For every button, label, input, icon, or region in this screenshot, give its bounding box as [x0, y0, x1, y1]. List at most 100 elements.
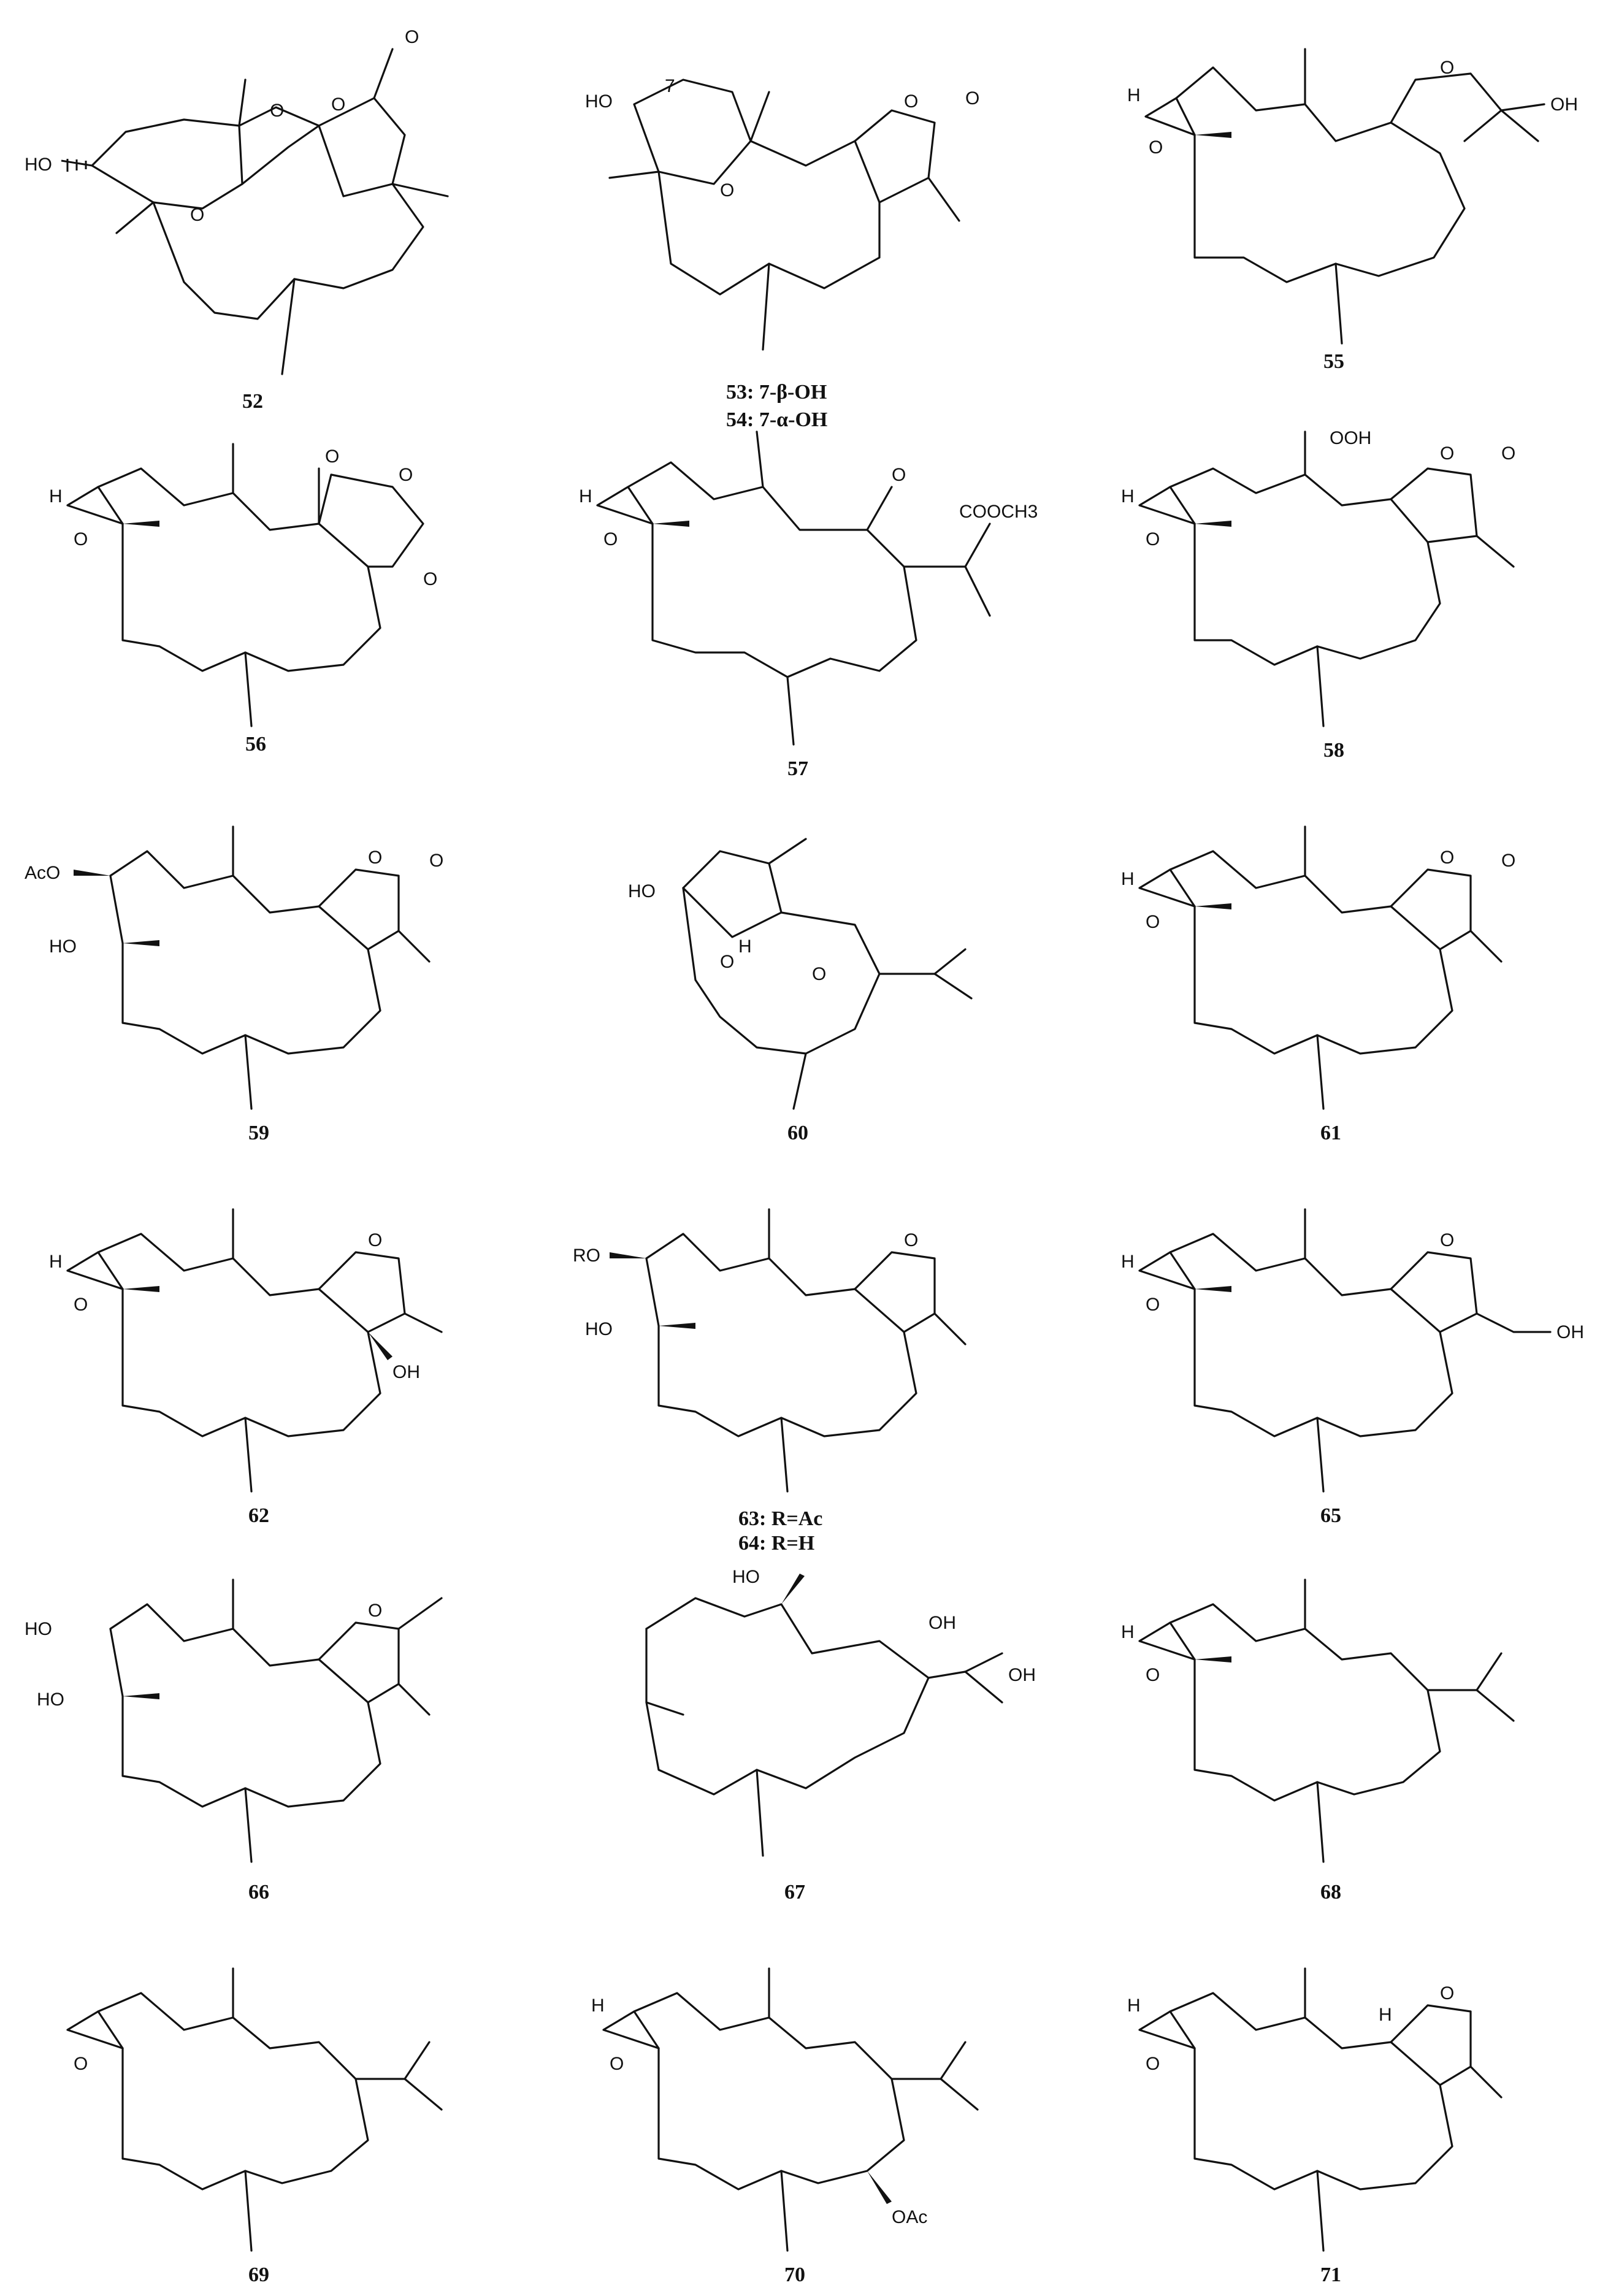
- atom-label: HO: [49, 936, 77, 957]
- atom-label: H: [49, 486, 63, 507]
- compound-number: 67: [784, 1881, 805, 1904]
- compound-caption: 53: 7-β-OH: [726, 381, 827, 404]
- compound-66: HO HO O 66: [0, 1531, 536, 1913]
- atom-label: O: [1501, 851, 1515, 871]
- atom-label: O: [429, 851, 443, 871]
- atom-label: O: [1440, 58, 1454, 78]
- atom-label: OOH: [1330, 428, 1371, 448]
- atom-label: H: [1121, 486, 1135, 507]
- compound-65: H O O OH 65: [1072, 1148, 1608, 1531]
- compound-number: 65: [1320, 1504, 1341, 1527]
- compound-number: 59: [248, 1122, 269, 1144]
- atom-label: O: [270, 101, 284, 121]
- compound-61: H O O O 61: [1072, 765, 1608, 1148]
- atom-label: O: [892, 465, 906, 485]
- atom-label: O: [1501, 443, 1515, 464]
- atom-label: O: [1146, 1665, 1160, 1685]
- atom-label: OH: [928, 1613, 956, 1633]
- compound-number: 69: [248, 2263, 269, 2286]
- atom-label: HO: [732, 1567, 760, 1587]
- atom-label: O: [1149, 137, 1163, 158]
- atom-label: H: [579, 486, 592, 507]
- atom-label: O: [74, 2054, 88, 2074]
- atom-label: OH: [1556, 1322, 1584, 1342]
- atom-label: OH: [1550, 94, 1578, 115]
- compound-67: HO OH OH 67: [536, 1531, 1072, 1913]
- atom-label: O: [1440, 443, 1454, 464]
- atom-label: O: [325, 446, 339, 467]
- atom-label: HO: [628, 881, 656, 901]
- compound-number: 68: [1320, 1881, 1341, 1904]
- atom-label: H: [1121, 1622, 1135, 1642]
- compound-62: H O O OH 62: [0, 1148, 536, 1531]
- atom-label: O: [720, 952, 734, 972]
- atom-label: O: [812, 964, 826, 984]
- atom-label: O: [331, 94, 345, 115]
- compound-69: O 69: [0, 1913, 536, 2296]
- compound-number: 70: [784, 2263, 805, 2286]
- compound-number: 57: [787, 757, 808, 780]
- atom-label: O: [904, 91, 918, 112]
- atom-label: AcO: [25, 863, 60, 883]
- atom-label: O: [904, 1230, 918, 1250]
- compound-caption: 64: R=H: [738, 1532, 814, 1555]
- atom-label: O: [1146, 912, 1160, 932]
- atom-label: O: [423, 569, 437, 589]
- atom-label: HO: [585, 1319, 613, 1339]
- compound-number: 55: [1323, 350, 1344, 373]
- compound-number: 58: [1323, 739, 1344, 762]
- compound-number: 60: [787, 1122, 808, 1144]
- compound-56: H O O O O 56: [0, 383, 536, 765]
- atom-label: HO: [25, 155, 52, 175]
- atom-label: O: [720, 180, 734, 201]
- atom-label: O: [1146, 1295, 1160, 1315]
- atom-label: H: [1127, 1996, 1141, 2016]
- atom-label: 7: [665, 76, 675, 96]
- compound-caption: 54: 7-α-OH: [726, 408, 827, 431]
- atom-label: O: [1440, 848, 1454, 868]
- compound-number: 52: [242, 390, 263, 413]
- atom-label: H: [1121, 869, 1135, 889]
- atom-label: H: [1379, 2005, 1392, 2025]
- compound-52: HO O O O O 52: [0, 0, 536, 413]
- atom-label: O: [1146, 2054, 1160, 2074]
- compound-number: 62: [248, 1504, 269, 1527]
- atom-label: O: [190, 205, 204, 225]
- atom-label: O: [603, 529, 618, 549]
- compound-71: H O H O 71: [1072, 1913, 1608, 2296]
- compound-number: 71: [1320, 2263, 1341, 2286]
- compound-number: 66: [248, 1881, 269, 1904]
- atom-label: O: [368, 1601, 382, 1621]
- atom-label: OH: [1008, 1665, 1036, 1685]
- compound-59: AcO HO O O 59: [0, 765, 536, 1148]
- atom-label: O: [1440, 1983, 1454, 2003]
- atom-label: H: [591, 1996, 605, 2016]
- atom-label: O: [368, 1230, 382, 1250]
- atom-label: O: [74, 529, 88, 549]
- compound-63-64: RO HO O 63: R=Ac 64: R=H: [536, 1148, 1072, 1555]
- atom-label: OAc: [892, 2207, 927, 2227]
- atom-label: COOCH3: [959, 502, 1038, 522]
- atom-label: O: [610, 2054, 624, 2074]
- atom-label: HO: [585, 91, 613, 112]
- atom-label: O: [1146, 529, 1160, 549]
- atom-label: HO: [25, 1619, 52, 1639]
- atom-label: O: [965, 88, 979, 109]
- compound-60: HO H O O 60: [536, 765, 1072, 1148]
- atom-label: O: [74, 1295, 88, 1315]
- atom-label: O: [368, 848, 382, 868]
- compound-53-54: HO 7 O O O 53: 7-β-OH 54: 7-α-OH: [536, 0, 1072, 431]
- atom-label: H: [1127, 85, 1141, 105]
- compound-68: H O 68: [1072, 1531, 1608, 1913]
- atom-label: H: [1121, 1252, 1135, 1272]
- atom-label: H: [49, 1252, 63, 1272]
- atom-label: RO: [573, 1246, 600, 1266]
- atom-label: HO: [37, 1689, 64, 1710]
- compound-57: H O O COOCH3 57: [536, 383, 1072, 780]
- atom-label: O: [405, 27, 419, 47]
- atom-label: OH: [392, 1362, 420, 1382]
- atom-label: O: [399, 465, 413, 485]
- compound-number: 61: [1320, 1122, 1341, 1144]
- compound-70: H O OAc 70: [536, 1913, 1072, 2296]
